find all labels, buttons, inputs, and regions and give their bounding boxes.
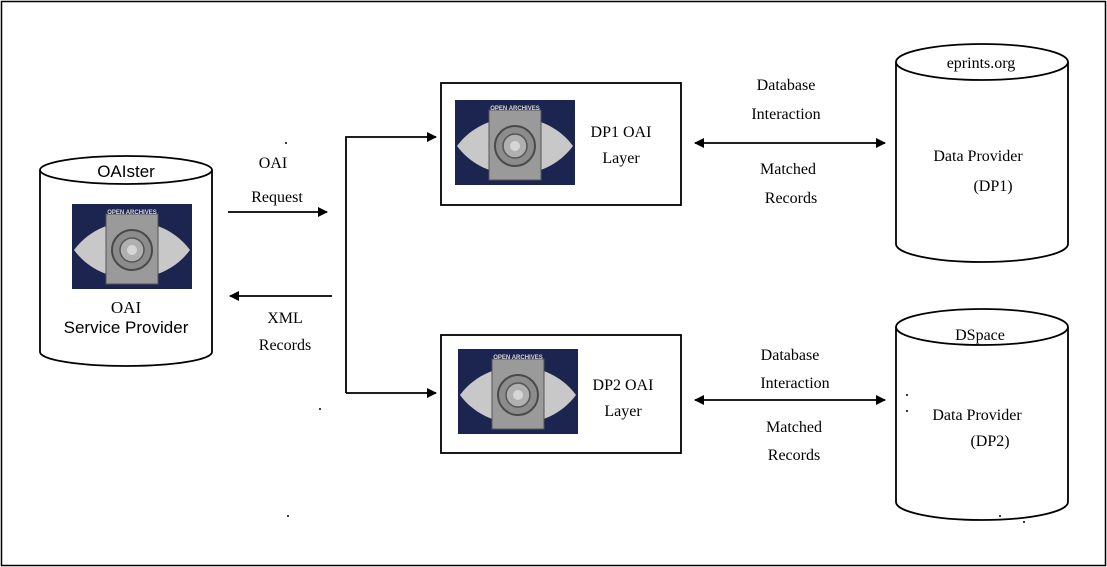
response-label-line2: Records (259, 337, 311, 354)
dp1-provider-line2: (DP1) (973, 178, 1012, 195)
dp1-oai-layer: OPEN ARCHIVES DP1 OAI Layer (440, 82, 682, 206)
dp2-provider-line2: (DP2) (970, 433, 1009, 450)
oai-logo-icon: OPEN ARCHIVES (454, 99, 576, 186)
connector-to-dp1 (345, 132, 437, 393)
dp1-data-provider-database: eprints.org Data Provider (DP1) (895, 43, 1069, 263)
logo-wordmark: OPEN ARCHIVES (490, 106, 539, 112)
dp1-interaction-top1: Database (757, 77, 816, 94)
dp1-interaction-top2: Interaction (751, 106, 820, 123)
dp2-oai-layer: OPEN ARCHIVES DP2 OAI Layer (440, 334, 682, 454)
dp2-interaction-bottom1: Matched (766, 419, 822, 436)
logo-wordmark: OPEN ARCHIVES (107, 210, 156, 216)
dp2-layer-line2: Layer (604, 403, 642, 420)
logo-wordmark: OPEN ARCHIVES (493, 355, 542, 361)
dp2-interaction-bottom2: Records (768, 447, 820, 464)
dp2-interaction-top2: Interaction (760, 375, 829, 392)
dp1-interaction-bottom2: Records (765, 190, 817, 207)
dp2-db-title: DSpace (955, 327, 1005, 344)
request-label-line1: OAI (259, 155, 287, 172)
service-provider-db-title: OAIster (97, 162, 155, 181)
response-label-line1: XML (267, 310, 303, 327)
dp1-layer-line1: DP1 OAI (591, 124, 652, 141)
dp2-data-provider-database: DSpace Data Provider (DP2) (895, 308, 1069, 521)
oai-logo-icon: OPEN ARCHIVES (457, 348, 579, 435)
dp2-layer-line1: DP2 OAI (593, 377, 654, 394)
dp2-provider-line1: Data Provider (932, 407, 1022, 424)
oai-logo-icon: OPEN ARCHIVES (71, 203, 193, 290)
dp2-interaction-top1: Database (761, 347, 820, 364)
service-provider-database: OAIster OPEN ARCHIVES OAI Service Provid… (39, 155, 213, 367)
dp1-provider-line1: Data Provider (933, 148, 1023, 165)
service-provider-caption-line1: OAI (111, 298, 142, 317)
dp1-db-title: eprints.org (947, 55, 1016, 72)
service-provider-caption-line2: Service Provider (64, 318, 189, 337)
request-label-line2: Request (251, 189, 303, 206)
dp1-interaction-bottom1: Matched (760, 161, 816, 178)
stray-specks (285, 142, 1025, 523)
dp1-layer-line2: Layer (602, 150, 640, 167)
